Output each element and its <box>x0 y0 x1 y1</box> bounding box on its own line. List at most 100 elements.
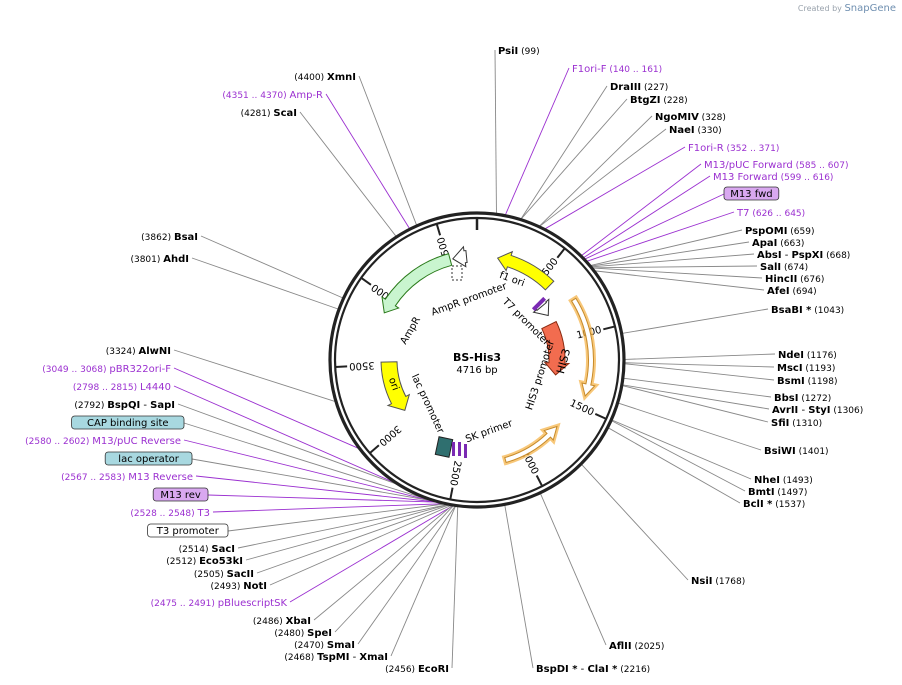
leader-line <box>545 146 686 230</box>
primer-mark <box>458 442 461 456</box>
leader-line <box>520 85 608 219</box>
tick-label: 3000 <box>376 423 402 448</box>
label-text: (2528 .. 2548) T3 <box>130 508 210 519</box>
site-bsai: (3862) BsaI <box>141 232 198 243</box>
leader-line <box>173 367 359 449</box>
leader-line <box>177 403 397 485</box>
site-absi: AbsI - PspXI (668) <box>757 250 850 261</box>
label-text: M13/pUC Forward (585 .. 607) <box>704 160 848 171</box>
primer-mark <box>531 296 547 312</box>
label-text: DraIII (227) <box>610 82 668 93</box>
his3-lower-arc-arrow <box>504 425 558 464</box>
feature-label-sk-primer: SK primer <box>464 418 515 446</box>
label-text: HincII (676) <box>765 274 824 285</box>
site-nhei: NheI (1493) <box>754 475 813 486</box>
site-f1ori-f: F1ori-F (140 .. 161) <box>572 64 662 75</box>
leader-line <box>191 458 432 502</box>
leader-line <box>584 193 725 260</box>
primer-mark <box>452 442 455 456</box>
site-m13-rev: M13 rev <box>152 487 209 502</box>
leader-line <box>612 419 752 480</box>
leader-line <box>451 506 459 669</box>
leader-line <box>212 503 442 513</box>
label-text: AbsI - PspXI (668) <box>757 250 850 261</box>
leader-line <box>618 402 762 451</box>
site-labels: PsiI (99) F1ori-F (140 .. 161) DraIII (227… <box>25 46 863 675</box>
leader-line <box>587 211 735 262</box>
ori-arrow <box>380 361 411 411</box>
leader-line <box>191 257 339 310</box>
label-box <box>104 451 193 466</box>
site-bspdi: BspDI * - ClaI * (2216) <box>536 664 650 675</box>
tick-mark <box>360 277 372 286</box>
leader-lines <box>173 49 776 669</box>
tick-mark <box>435 223 442 236</box>
leader-line <box>591 253 755 268</box>
site-pspomi: PspOMI (659) <box>745 226 815 237</box>
tick-label: 3500 <box>349 359 375 371</box>
label-text: BspDI * - ClaI * (2216) <box>536 664 650 675</box>
label-text: lac operator <box>118 454 179 465</box>
his3-arrow <box>541 320 571 376</box>
leader-line <box>173 385 394 483</box>
label-text: MscI (1193) <box>777 363 835 374</box>
label-box <box>723 186 780 201</box>
site-m13-forward: M13 Forward (599 .. 616) <box>713 172 833 183</box>
leader-line <box>245 504 447 561</box>
site-t3-promoter: T3 promoter <box>147 523 229 538</box>
label-text: NdeI (1176) <box>778 350 837 361</box>
site-bcli: BclI * (1537) <box>743 499 805 510</box>
label-text: (2475 .. 2491) pBluescriptSK <box>151 598 288 609</box>
tick-mark <box>594 413 607 420</box>
site-smai: (2470) SmaI <box>294 640 355 651</box>
site-saci: (2514) SacI <box>179 544 235 555</box>
site-bsmi: BsmI (1198) <box>777 376 838 387</box>
label-text: M13 rev <box>160 490 201 501</box>
leader-line <box>325 93 410 229</box>
site-m13-puc-forward: M13/pUC Forward (585 .. 607) <box>704 160 848 171</box>
leader-line <box>183 422 427 500</box>
leader-line <box>227 503 444 532</box>
feature-label-ori: ori <box>386 376 401 392</box>
ampr-promoter-box <box>451 265 463 281</box>
label-text: (2468) TspMI - XmaI <box>284 652 388 663</box>
site-cap-binding-site: CAP binding site <box>71 415 185 430</box>
site-afei: AfeI (694) <box>767 286 817 297</box>
credit-prefix: Created by <box>797 4 842 13</box>
label-text: (3049 .. 3068) pBR322ori-F <box>42 364 171 375</box>
label-text: (4351 .. 4370) Amp-R <box>222 90 323 101</box>
leader-line <box>611 420 746 492</box>
site-psii: PsiI (99) <box>498 46 540 57</box>
ampr-promoter-arrow <box>452 245 468 268</box>
label-text: BsmI (1198) <box>777 376 838 387</box>
label-text: PspOMI (659) <box>745 226 815 237</box>
leader-line <box>591 241 750 267</box>
site-msci: MscI (1193) <box>777 363 835 374</box>
tick-label: 2500 <box>447 460 463 487</box>
label-text: (2512) Eco53kI <box>166 556 243 567</box>
leader-line <box>592 265 758 269</box>
f1-ori-arrow <box>496 250 555 291</box>
site-xbai: (2486) XbaI <box>253 616 311 627</box>
site-pbluescriptsk: (2475 .. 2491) pBluescriptSK <box>151 598 288 609</box>
label-text: F1ori-F (140 .. 161) <box>572 64 662 75</box>
label-text: (2798 .. 2815) L4440 <box>73 382 171 393</box>
label-text: (2480) SpeI <box>274 628 332 639</box>
plasmid-size: 4716 bp <box>456 365 497 376</box>
site-ndei: NdeI (1176) <box>778 350 837 361</box>
site-ecori: (2456) EcoRI <box>385 664 449 675</box>
tick-mark <box>335 365 348 368</box>
site-t7: T7 (626 .. 645) <box>736 208 805 219</box>
site-hincii: HincII (676) <box>765 274 824 285</box>
credit-watermark: Created by SnapGene <box>798 3 896 14</box>
label-text: (3862) BsaI <box>141 232 198 243</box>
leader-line <box>539 128 667 227</box>
label-text: SalI (674) <box>760 262 808 273</box>
label-text: (2470) SmaI <box>294 640 355 651</box>
tick-label: 1500 <box>568 398 596 419</box>
feature-label-t7-promoter: T7 promoter <box>499 296 552 349</box>
leader-line <box>581 464 689 581</box>
leader-line <box>622 385 769 423</box>
feature-label-ampr: AmpR <box>399 315 423 346</box>
leader-line <box>590 229 743 266</box>
